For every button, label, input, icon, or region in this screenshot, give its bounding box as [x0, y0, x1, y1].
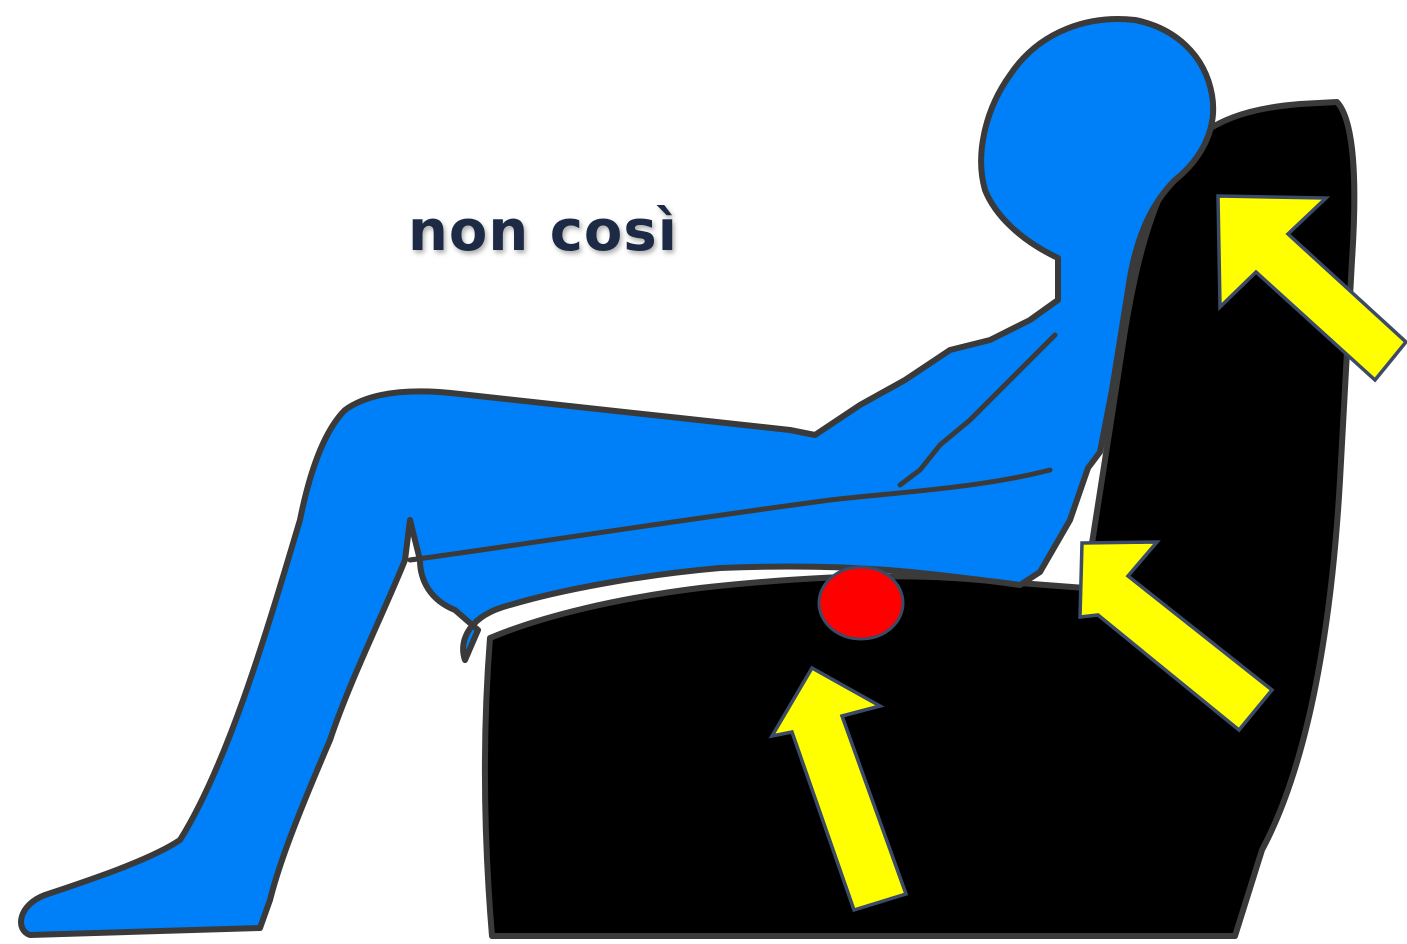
- pressure-point-icon: [819, 567, 903, 639]
- caption-text: non così: [408, 199, 678, 264]
